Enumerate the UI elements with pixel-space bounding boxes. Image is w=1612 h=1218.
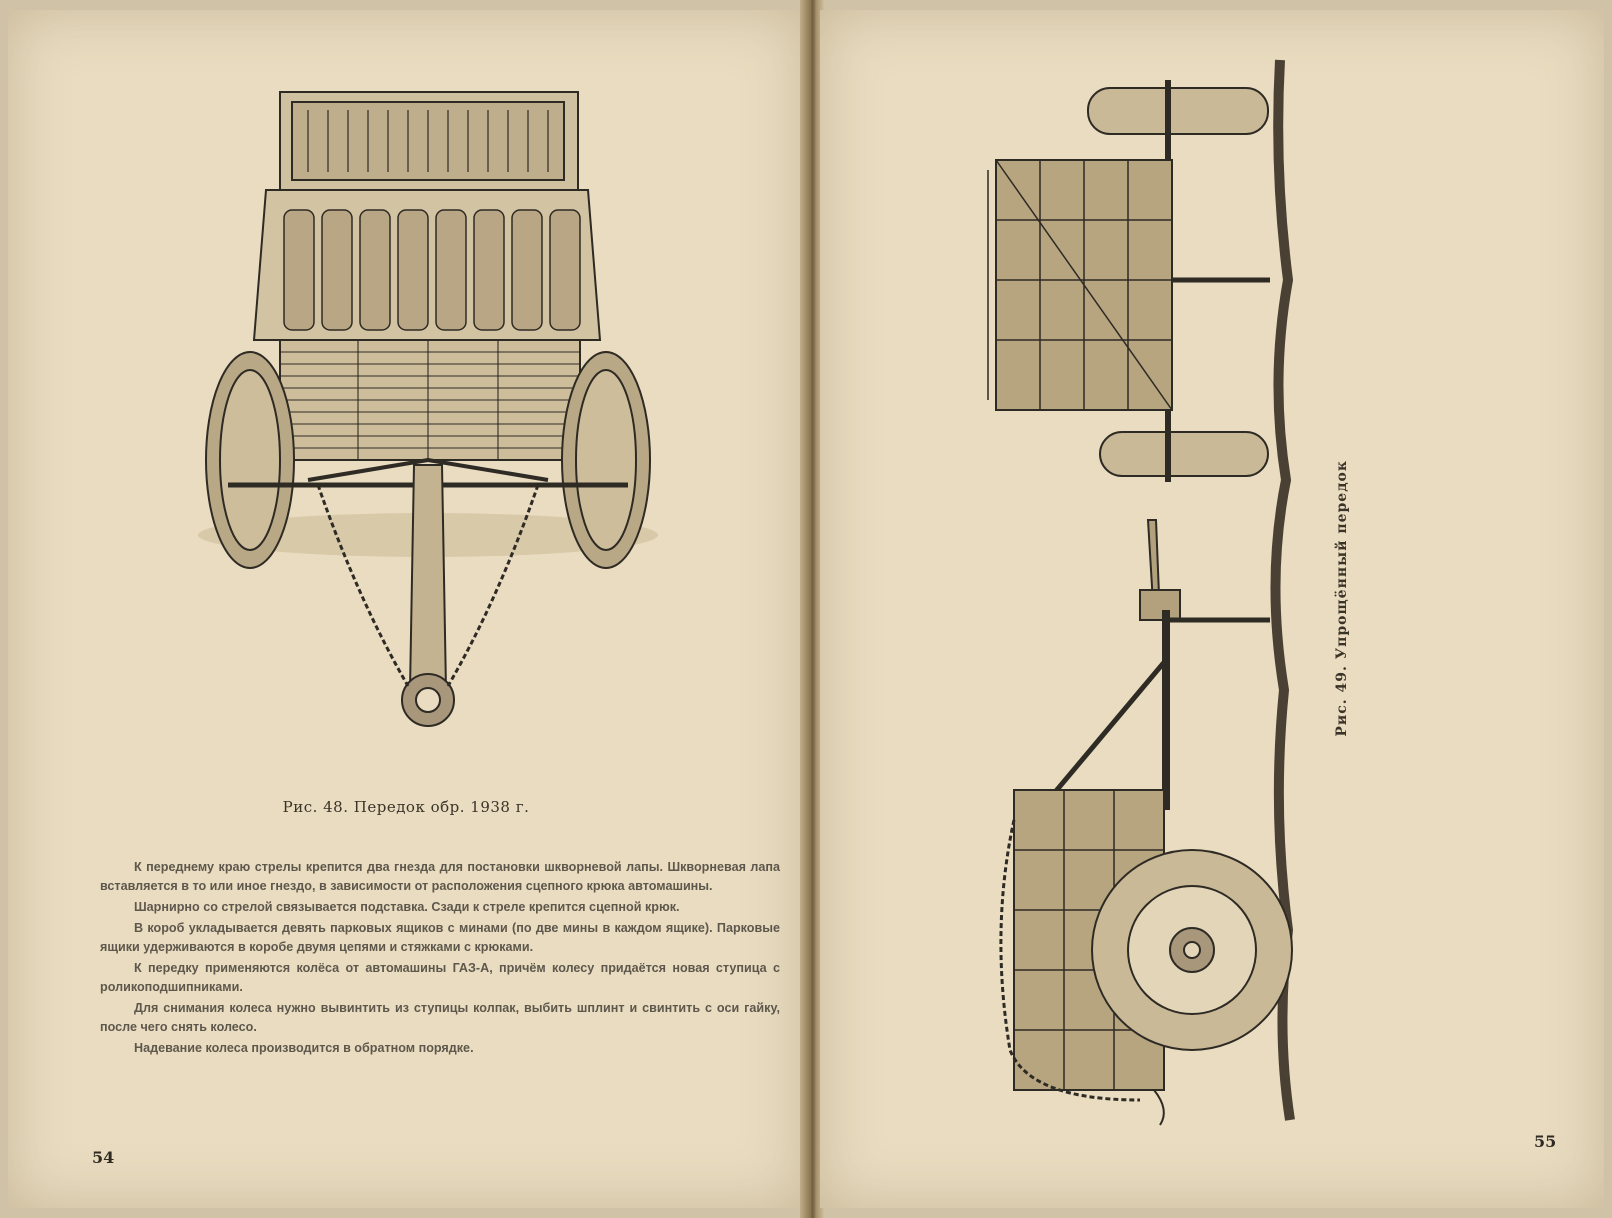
figure-48-caption: Рис. 48. Передок обр. 1938 г. [282, 798, 530, 816]
body-text: К переднему краю стрелы крепится два гне… [100, 858, 780, 1060]
left-page: Рис. 48. Передок обр. 1938 г. К переднем… [8, 10, 804, 1208]
figure-48-limber-front-view [198, 91, 658, 727]
paragraph: Надевание колеса производится в обратном… [134, 1041, 474, 1055]
right-page: Рис. 49. Упрощённый передок 55 [820, 10, 1604, 1208]
figure-49-caption-text: Рис. 49. Упрощённый передок [1334, 460, 1350, 737]
page-number: 55 [1534, 1132, 1557, 1151]
paragraph: К переднему краю стрелы крепится два гне… [100, 860, 780, 893]
paragraph: Шарнирно со стрелой связывается подставк… [134, 900, 680, 914]
figure-49-simplified-limber [987, 59, 1295, 1126]
paragraph: В короб укладывается девять парковых ящи… [100, 921, 780, 954]
page-number: 54 [92, 1148, 115, 1167]
paragraph: К передку применяются колёса от автомаши… [100, 961, 780, 994]
paragraph: Для снимания колеса нужно вывинтить из с… [100, 1001, 780, 1034]
figure-49-caption: Рис. 49. Упрощённый передок [1334, 460, 1364, 760]
